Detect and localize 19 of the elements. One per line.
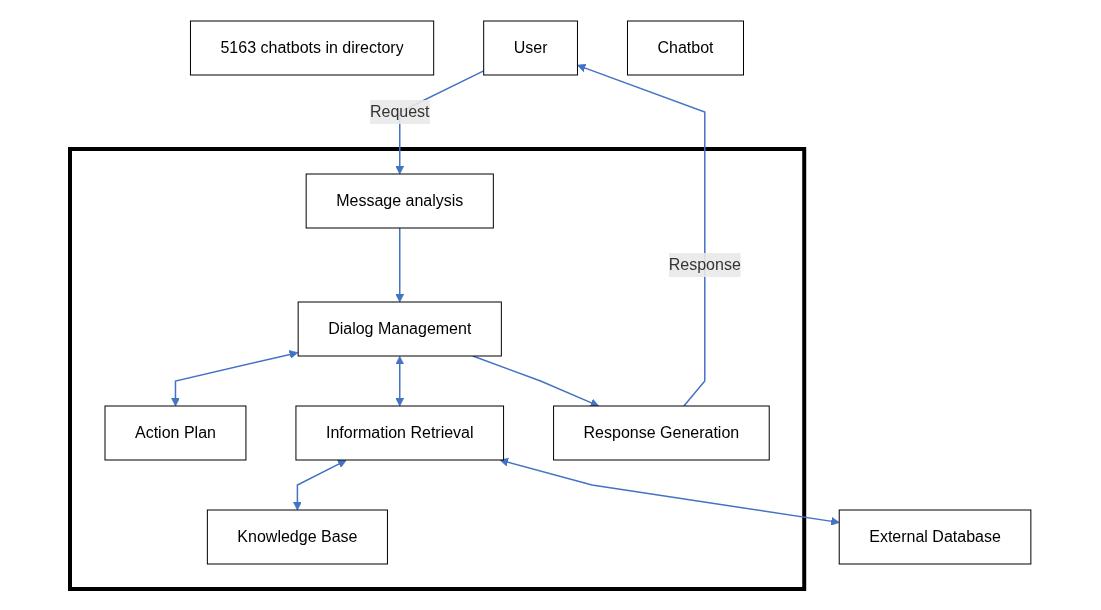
node-box: Response Generation <box>553 405 770 461</box>
cluster <box>68 147 807 591</box>
node-box: Dialog Management <box>297 301 502 357</box>
arrow <box>577 63 706 407</box>
node-box: Action Plan <box>104 405 247 461</box>
node-box: Information Retrieval <box>295 405 505 461</box>
node-box: Chatbot <box>627 20 745 76</box>
arrow <box>395 227 405 303</box>
arrow <box>499 457 840 526</box>
node-box: Message analysis <box>305 173 494 229</box>
edge-label: Response <box>668 256 741 273</box>
edge-label: Request <box>370 103 430 120</box>
arrow <box>293 459 347 511</box>
node-box: Knowledge Base <box>206 509 388 565</box>
node-box: User <box>483 20 578 76</box>
arrow <box>395 356 405 407</box>
arrow <box>171 350 299 407</box>
node-box: External Database <box>838 509 1032 565</box>
node-box: 5163 chatbots in directory <box>190 20 435 76</box>
